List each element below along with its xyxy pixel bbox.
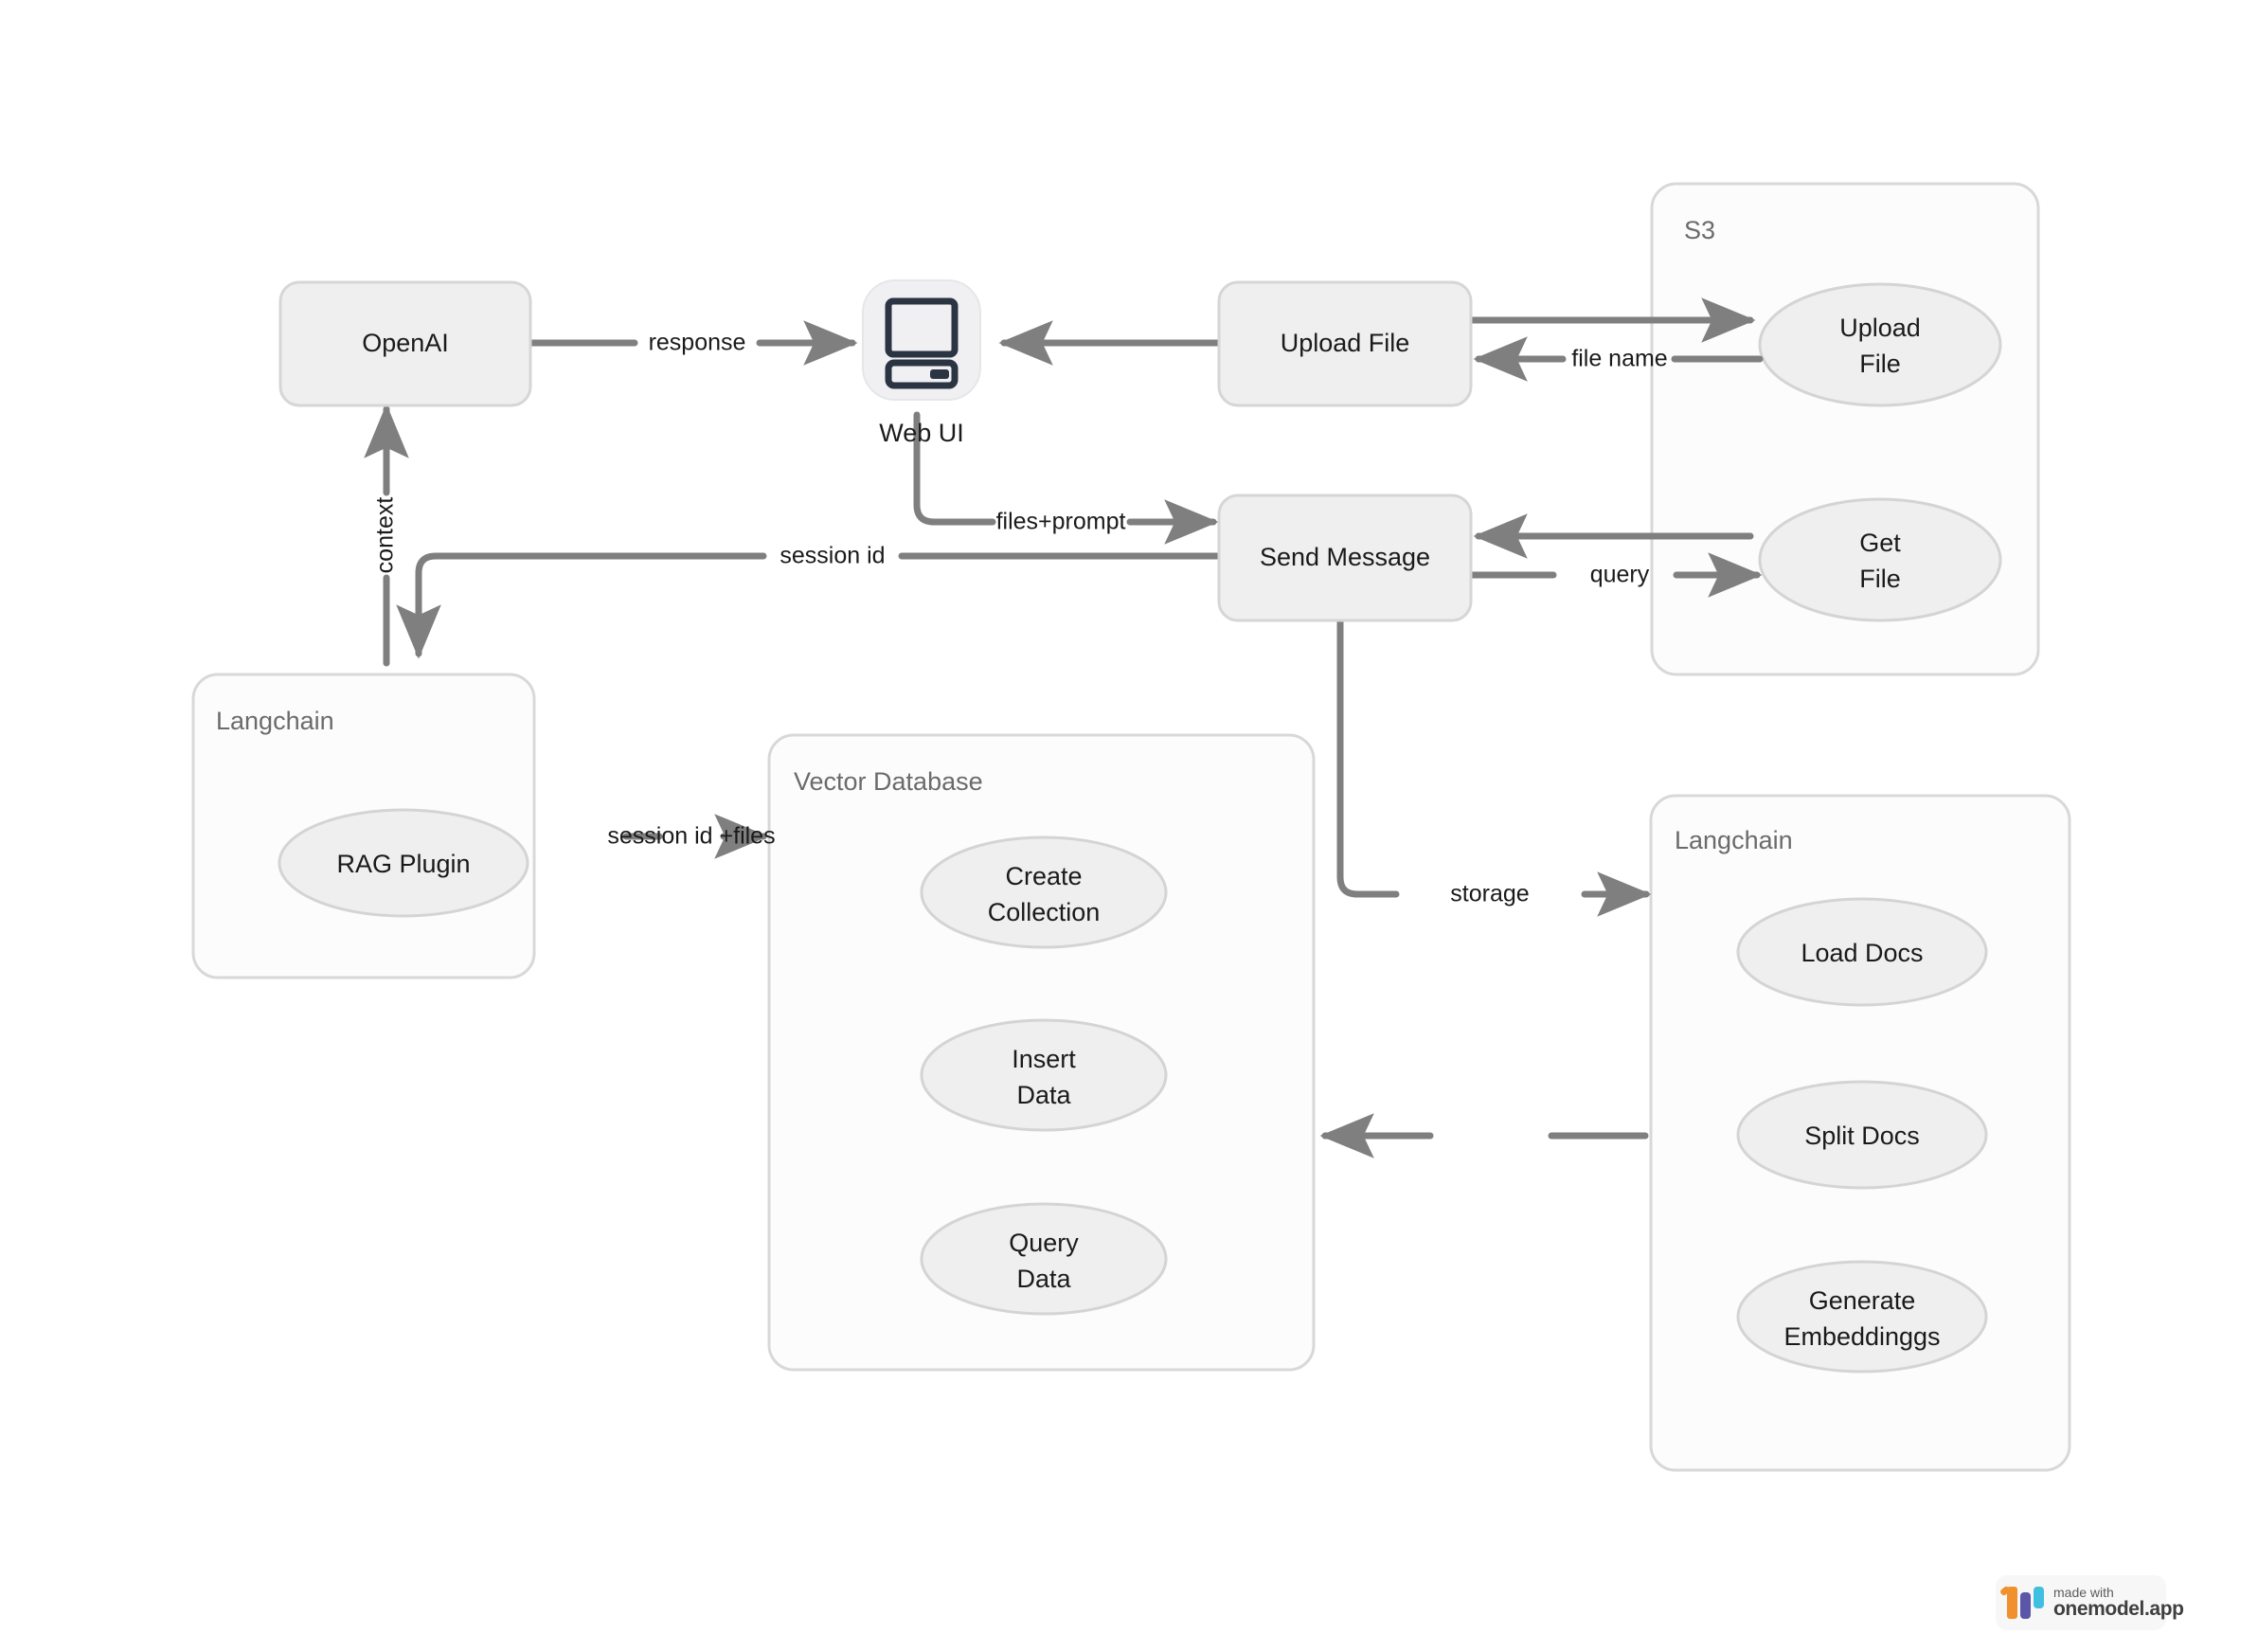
onemodel-logo-icon [2007, 1587, 2044, 1619]
node-split-docs[interactable]: Split Docs [1736, 1080, 1988, 1190]
edge-label-files-prompt: files+prompt [996, 509, 1126, 535]
group-title-langchain-right: Langchain [1675, 826, 1793, 854]
group-title-langchain-left: Langchain [216, 707, 334, 735]
watermark-brand: onemodel.app [2053, 1598, 2184, 1621]
node-s3-get-file[interactable]: Get File [1758, 497, 2002, 622]
logo-bar-cyan [2034, 1587, 2044, 1608]
node-label-query-data-line2: Data [1016, 1265, 1071, 1293]
node-label-insert-data-line2: Data [1016, 1081, 1071, 1109]
node-label-generate-embeddings-line1: Generate [1809, 1286, 1916, 1315]
node-label-query-data-line1: Query [1009, 1229, 1079, 1257]
node-label-rag-plugin: RAG Plugin [336, 850, 470, 878]
edge-query: session id +files [607, 814, 776, 859]
edge-label-file-name-upload: file name [1571, 346, 1667, 372]
node-upload-file[interactable]: Upload File [1217, 280, 1473, 407]
group-vector-database[interactable]: Vector Database Create Collection Insert… [767, 733, 1316, 1372]
node-webui[interactable]: Web UI [862, 279, 981, 447]
node-send-message[interactable]: Send Message [1217, 494, 1473, 622]
edge-context: context [364, 404, 409, 667]
edge-label-context: context [372, 497, 399, 574]
node-s3-upload-file[interactable]: Upload File [1758, 282, 2002, 407]
edge-filename-get: query [1467, 552, 1763, 598]
edge-filename-upload: file name [1473, 336, 1764, 382]
node-label-openai: OpenAI [362, 329, 449, 357]
node-openai[interactable]: OpenAI [278, 280, 532, 407]
node-label-upload-file: Upload File [1281, 329, 1410, 357]
node-label-s3-get-file-line2: File [1859, 565, 1901, 593]
edge-label-query: session id +files [607, 823, 775, 850]
edge-response: response [527, 320, 858, 366]
node-label-s3-get-file-line1: Get [1859, 529, 1901, 557]
node-label-webui: Web UI [879, 419, 964, 447]
edge-session-id: session id [396, 543, 1221, 659]
node-load-docs[interactable]: Load Docs [1736, 897, 1988, 1007]
group-s3[interactable]: S3 Upload File Get File [1650, 182, 2040, 676]
group-langchain-right[interactable]: Langchain Load Docs Split Docs Generate … [1649, 794, 2071, 1472]
edge-label-response: response [649, 330, 746, 356]
desktop-computer-icon [885, 297, 959, 389]
node-label-s3-upload-file-line1: Upload [1839, 314, 1921, 342]
edge-label-session-id: session id [780, 543, 885, 569]
node-label-load-docs: Load Docs [1801, 939, 1923, 967]
edge-label-session-id-files: storage [1450, 881, 1529, 907]
node-label-create-collection-line2: Collection [988, 898, 1101, 926]
watermark-made-with: made with [2053, 1584, 2114, 1600]
node-label-generate-embeddings-line2: Embeddinggs [1783, 1322, 1940, 1351]
node-generate-embeddings[interactable]: Generate Embeddinggs [1736, 1260, 1988, 1374]
node-label-insert-data-line1: Insert [1012, 1045, 1076, 1073]
edge-label-file-name-get: query [1590, 562, 1650, 588]
group-title-vector-database: Vector Database [794, 767, 983, 796]
logo-bar-orange [2007, 1587, 2017, 1619]
node-query-data[interactable]: Query Data [920, 1202, 1168, 1316]
node-label-create-collection-line1: Create [1005, 862, 1082, 890]
logo-bar-purple [2020, 1592, 2031, 1619]
node-rag-plugin[interactable]: RAG Plugin [278, 808, 529, 918]
node-label-send-message: Send Message [1260, 543, 1430, 571]
group-langchain-left[interactable]: Langchain RAG Plugin [191, 673, 536, 979]
node-label-split-docs: Split Docs [1804, 1122, 1920, 1150]
node-create-collection[interactable]: Create Collection [920, 835, 1168, 949]
edge-session-id-files: storage [1336, 617, 1652, 917]
edge-files-prompt: files+prompt [913, 411, 1219, 545]
watermark-badge[interactable]: made with onemodel.app [1996, 1575, 2184, 1630]
watermark-text: made with onemodel.app [2053, 1584, 2184, 1621]
group-title-s3: S3 [1684, 216, 1715, 244]
node-insert-data[interactable]: Insert Data [920, 1018, 1168, 1132]
node-label-s3-upload-file-line2: File [1859, 350, 1901, 378]
